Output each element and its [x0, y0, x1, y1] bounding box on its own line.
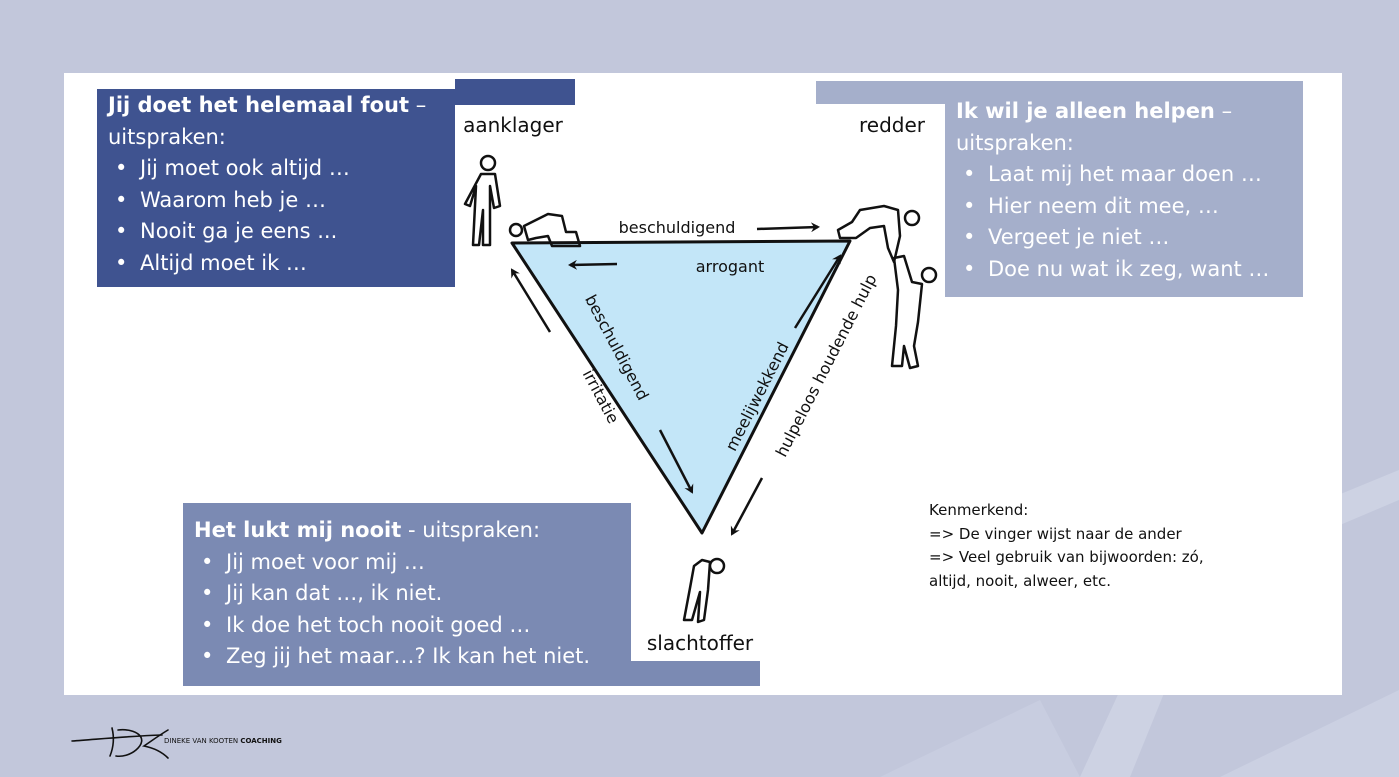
triangle-shape: [510, 239, 852, 535]
list-item: Ik doe het toch nooit goed …: [194, 610, 631, 642]
logo-text-main: DINEKE VAN KOOTEN: [164, 737, 240, 745]
list-item: Laat mij het maar doen …: [956, 159, 1303, 191]
rescuer-statement-list: Laat mij het maar doen … Hier neem dit m…: [956, 159, 1303, 285]
list-item: Waarom heb je …: [108, 185, 455, 217]
characteristics-note: Kenmerkend: => De vinger wijst naar de a…: [929, 499, 1249, 593]
rescuer-box-subtitle: uitspraken:: [956, 130, 1074, 155]
accuser-figure-icon: [463, 154, 502, 247]
note-line: altijd, nooit, alweer, etc.: [929, 571, 1111, 590]
rescuer-figure-icon: [836, 204, 921, 264]
rescuer-statements-box: Ik wil je alleen helpen – uitspraken: La…: [945, 96, 1303, 297]
list-item: Vergeet je niet …: [956, 222, 1303, 254]
list-item: Jij moet ook altijd …: [108, 153, 455, 185]
arrow-left-down: [658, 429, 694, 494]
dk-monogram-icon: [71, 727, 169, 759]
list-item: Doe nu wat ik zeg, want …: [956, 254, 1303, 286]
role-label-rescuer: redder: [859, 113, 926, 137]
role-label-victim: slachtoffer: [647, 631, 754, 655]
note-line: => De vinger wijst naar de ander: [929, 524, 1182, 543]
list-item: Nooit ga je eens ...: [108, 216, 455, 248]
accuser-box-heading: Jij doet het helemaal fout –: [108, 90, 455, 122]
accuser-box-suffix: –: [409, 93, 427, 117]
edge-label-top-lower: arrogant: [696, 257, 765, 276]
arrow-left-up: [510, 268, 552, 333]
accuser-box-title: Jij doet het helemaal fout: [108, 93, 410, 117]
hanging-figure-icon: [890, 254, 938, 370]
note-line: => Veel gebruik van bijwoorden: zó,: [929, 548, 1204, 566]
rescuer-box-heading: Ik wil je alleen helpen –: [956, 96, 1303, 128]
arrow-top-left: [568, 259, 618, 270]
victim-statement-list: Jij moet voor mij … Jij kan dat …, ik ni…: [194, 547, 631, 673]
arrow-right-up: [793, 254, 842, 329]
victim-figure-icon: [682, 557, 726, 624]
list-item: Jij kan dat …, ik niet.: [194, 578, 631, 610]
list-item: Zeg jij het maar…? Ik kan het niet.: [194, 641, 631, 673]
victim-box-heading: Het lukt mij nooit - uitspraken:: [194, 515, 631, 547]
persecutor-crouch-figure-icon: [508, 212, 582, 248]
victim-box-title: Het lukt mij nooit: [194, 518, 402, 542]
accuser-statement-list: Jij moet ook altijd … Waarom heb je … No…: [108, 153, 455, 279]
list-item: Hier neem dit mee, …: [956, 191, 1303, 223]
list-item: Altijd moet ik …: [108, 248, 455, 280]
role-label-accuser: aanklager: [463, 113, 564, 137]
svg-text:DINEKE VAN KOOTEN COACHING: DINEKE VAN KOOTEN COACHING: [164, 737, 282, 745]
rescuer-box-suffix: –: [1214, 99, 1233, 123]
rescuer-box-title: Ik wil je alleen helpen: [956, 99, 1215, 123]
accuser-box-subtitle: uitspraken:: [108, 124, 226, 149]
arrow-top-right: [756, 222, 820, 233]
victim-statements-box: Het lukt mij nooit - uitspraken: Jij moe…: [183, 503, 631, 685]
note-line: Kenmerkend:: [929, 501, 1029, 519]
logo-text-bold: COACHING: [240, 737, 282, 745]
list-item: Jij moet voor mij …: [194, 547, 631, 579]
victim-box-suffix: - uitspraken:: [401, 518, 541, 542]
arrow-right-down: [730, 477, 764, 536]
edge-label-top-upper: beschuldigend: [619, 218, 736, 237]
accuser-statements-box: Jij doet het helemaal fout – uitspraken:…: [97, 89, 455, 287]
coaching-logo: DINEKE VAN KOOTEN COACHING: [71, 727, 282, 759]
accuser-box-tab: [455, 79, 575, 105]
